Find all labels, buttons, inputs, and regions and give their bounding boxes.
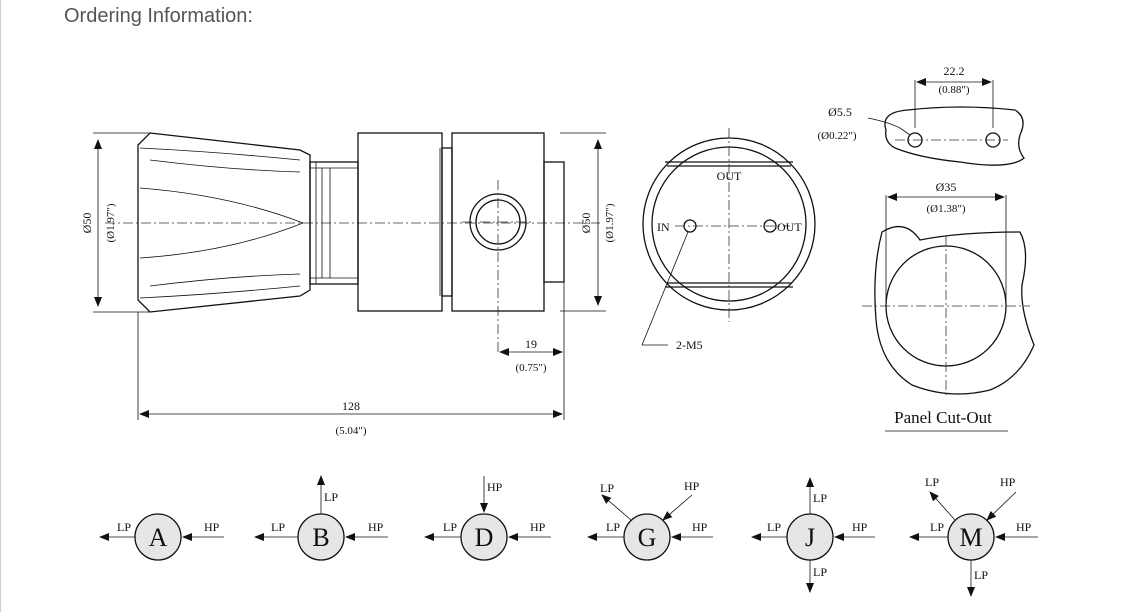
lp-label-bottom: LP — [974, 568, 988, 582]
mount-thread-label: 2-M5 — [676, 338, 703, 352]
lp-label: LP — [443, 520, 457, 534]
lp-label-bottom: LP — [813, 565, 827, 579]
side-view: Ø50 (Ø1.97") Ø50 (Ø1.97") 19 (0.75") 128… — [80, 132, 616, 437]
cutout-diameter-imperial: (Ø1.38") — [926, 203, 965, 215]
hp-label: HP — [692, 520, 708, 534]
panel-cutout: 22.2 (0.88") Ø5.5 (Ø0.22") Ø35 (Ø1.38") … — [817, 64, 1035, 432]
body-diameter-metric: Ø50 — [579, 213, 593, 234]
hp-label-top: HP — [1000, 475, 1016, 489]
port-config-m: M LP LP HP LP HP — [909, 475, 1038, 597]
port-offset-imperial: (0.75") — [515, 362, 546, 374]
port-config-j: J LP LP LP HP — [751, 477, 875, 593]
cutout-diameter-metric: Ø35 — [936, 180, 957, 194]
lp-label-left: LP — [606, 520, 620, 534]
hole-diameter-imperial: (Ø0.22") — [817, 130, 856, 142]
hole-spacing-imperial: (0.88") — [938, 84, 969, 96]
lp-label-left: LP — [767, 520, 781, 534]
port-config-b: B LP LP HP — [254, 475, 388, 561]
hp-label-top: HP — [684, 479, 700, 493]
length-metric: 128 — [342, 399, 360, 413]
config-letter: J — [805, 523, 815, 552]
lp-label-left: LP — [271, 520, 285, 534]
hp-label: HP — [852, 520, 868, 534]
port-out-right: OUT — [777, 220, 802, 234]
config-letter: A — [149, 523, 168, 552]
bonnet — [357, 132, 443, 312]
port-config-a: A LP HP — [99, 513, 224, 561]
lp-label-top: LP — [813, 491, 827, 505]
side-diameter-imperial: (Ø1.97") — [105, 203, 117, 242]
front-view: OUT IN OUT 2-M5 — [641, 128, 816, 352]
panel-cutout-title: Panel Cut-Out — [894, 408, 992, 427]
knob — [137, 132, 311, 313]
hp-label: HP — [368, 520, 384, 534]
hp-label: HP — [530, 520, 546, 534]
body-diameter-imperial: (Ø1.97") — [604, 203, 616, 242]
hp-label: HP — [1016, 520, 1032, 534]
port-offset-metric: 19 — [525, 337, 537, 351]
config-letter: B — [312, 523, 329, 552]
side-diameter-metric: Ø50 — [80, 213, 94, 234]
port-config-d: D LP HP HP — [424, 476, 551, 561]
port-config-g: G LP LP HP HP — [587, 479, 713, 561]
page-title: Ordering Information: — [64, 5, 253, 27]
lp-label-top: LP — [324, 490, 338, 504]
config-letter: M — [959, 523, 982, 552]
port-out-top: OUT — [717, 169, 742, 183]
hp-label-top: HP — [487, 480, 503, 494]
threaded-neck — [309, 161, 359, 285]
lp-label: LP — [117, 520, 131, 534]
lp-label-top: LP — [600, 481, 614, 495]
hole-spacing-metric: 22.2 — [944, 64, 965, 78]
config-letter: G — [638, 523, 657, 552]
length-imperial: (5.04") — [335, 425, 366, 437]
config-letter: D — [475, 523, 494, 552]
hp-label: HP — [204, 520, 220, 534]
left-border — [0, 0, 1, 612]
regulator-body — [451, 132, 565, 355]
lp-label-top: LP — [925, 475, 939, 489]
lp-label-left: LP — [930, 520, 944, 534]
port-in: IN — [657, 220, 670, 234]
hole-diameter-metric: Ø5.5 — [828, 105, 852, 119]
